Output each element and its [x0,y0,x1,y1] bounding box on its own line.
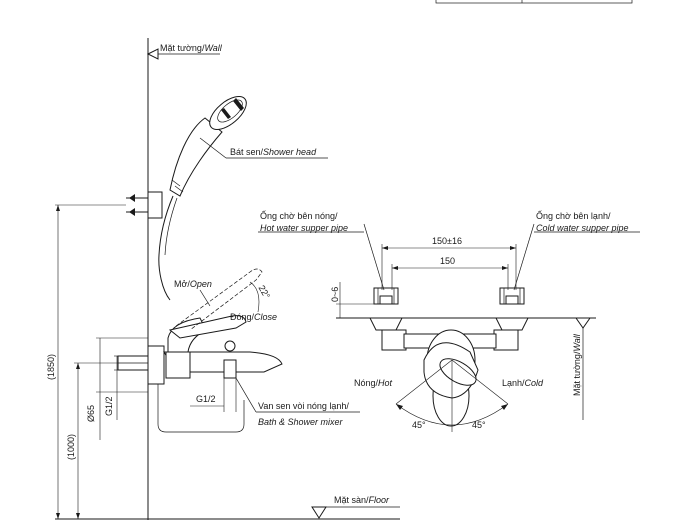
thread-dim-side: G1/2 [104,355,118,420]
cold-eccentric-union [495,317,529,331]
shower-hose [158,195,174,301]
spacing-tolerance-dim: 150±16 [381,236,517,290]
mixer-label: Van sen vòi nóng lạnh/ Bath & Shower mix… [235,377,360,427]
svg-text:45°: 45° [472,420,486,430]
floor-line: Mặt sàn/Floor [55,495,400,520]
thread-dim-bottom: G1/2 [190,378,237,412]
height-mixer-dim: (1000) [66,362,118,519]
svg-text:Mặt sàn/Floor: Mặt sàn/Floor [334,495,390,505]
diameter-dim: Ø65 [86,337,148,440]
svg-text:150±16: 150±16 [432,236,462,246]
close-label: Đóng/Close [230,312,277,322]
hot-pipe-fitting [373,287,399,305]
svg-text:Ống chờ bên lạnh/: Ống chờ bên lạnh/ [536,210,611,221]
hot-pipe-label: Ống chờ bên nóng/ Hot water supper pipe [258,210,385,291]
spacing-dim: 150 [391,256,509,290]
svg-text:Ống chờ bên nóng/: Ống chờ bên nóng/ [260,210,338,221]
svg-text:(1000): (1000) [66,434,76,460]
mixer-body-side [117,268,283,385]
svg-text:(1850): (1850) [46,354,56,380]
shower-head-label: Bát sen/Shower head [199,137,328,159]
svg-text:Bát sen/Shower head: Bát sen/Shower head [230,147,317,157]
svg-text:Cold water supper pipe: Cold water supper pipe [536,223,629,233]
svg-text:150: 150 [440,256,455,266]
svg-text:Ø65: Ø65 [86,405,96,422]
open-label: Mở/Open [174,279,212,289]
mixer-body-top [381,329,519,427]
svg-text:0~6: 0~6 [330,287,340,302]
cold-pipe-fitting [499,287,525,305]
cold-pipe-label: Ống chờ bên lạnh/ Cold water supper pipe [513,210,640,291]
wall-bracket [126,191,163,219]
hot-label: Nóng/Hot [354,378,393,388]
svg-text:G1/2: G1/2 [104,396,114,416]
cold-label: Lạnh/Cold [502,378,544,388]
rotation-arc: 45° 45° [395,359,509,432]
svg-text:Hot water supper pipe: Hot water supper pipe [260,223,348,233]
height-total-dim: (1850) [46,204,126,519]
svg-text:Van sen vòi nóng lạnh/: Van sen vòi nóng lạnh/ [258,401,349,411]
svg-text:Bath & Shower mixer: Bath & Shower mixer [258,417,344,427]
hand-shower [169,96,247,197]
svg-text:Mặt tường/Wall: Mặt tường/Wall [572,333,582,396]
hot-eccentric-union [369,317,403,331]
title-block-fragment [435,0,633,4]
svg-text:45°: 45° [412,420,426,430]
bathtub-outline [157,378,245,433]
svg-text:Mặt tường/Wall: Mặt tường/Wall [160,43,223,53]
svg-text:G1/2: G1/2 [196,394,216,404]
depth-dim: 0~6 [330,282,374,318]
wall-label: Mặt tường/Wall [146,43,223,60]
